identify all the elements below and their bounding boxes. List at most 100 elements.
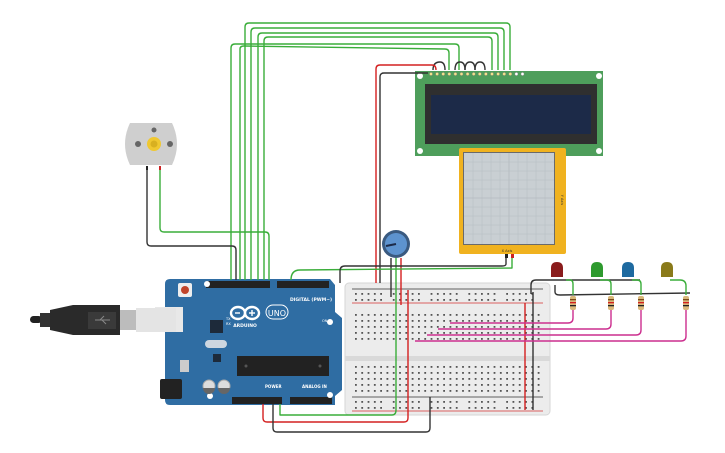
breadboard-hole[interactable] [361,407,364,409]
lcd-pin[interactable] [459,72,464,76]
breadboard-hole[interactable] [361,390,364,392]
breadboard-hole[interactable] [512,378,515,380]
breadboard-hole[interactable] [405,366,408,368]
breadboard-hole[interactable] [449,293,452,295]
breadboard-hole[interactable] [411,384,414,386]
breadboard-hole[interactable] [424,378,427,380]
breadboard-hole[interactable] [436,401,439,403]
breadboard-hole[interactable] [449,378,452,380]
breadboard-hole[interactable] [474,407,477,409]
breadboard-hole[interactable] [436,314,439,316]
breadboard-hole[interactable] [373,326,376,328]
breadboard-hole[interactable] [399,326,401,328]
breadboard-hole[interactable] [367,407,370,409]
breadboard-hole[interactable] [386,384,389,386]
breadboard-hole[interactable] [361,326,364,328]
breadboard-hole[interactable] [481,320,483,322]
breadboard-hole[interactable] [493,332,496,334]
breadboard-hole[interactable] [468,338,471,340]
breadboard-hole[interactable] [373,401,376,403]
breadboard-hole[interactable] [405,314,408,316]
breadboard-hole[interactable] [411,332,414,334]
breadboard-hole[interactable] [518,366,521,368]
breadboard-hole[interactable] [367,401,370,403]
breadboard-hole[interactable] [493,384,496,386]
breadboard-hole[interactable] [481,401,483,403]
breadboard-hole[interactable] [474,293,477,295]
breadboard-hole[interactable] [405,378,408,380]
breadboard-hole[interactable] [392,407,395,409]
breadboard-hole[interactable] [430,390,433,392]
resistor[interactable] [683,296,689,310]
breadboard-hole[interactable] [449,372,452,374]
breadboard-hole[interactable] [411,314,414,316]
breadboard-hole[interactable] [506,384,508,386]
breadboard-hole[interactable] [468,293,471,295]
lcd-pin[interactable] [429,72,433,76]
breadboard-hole[interactable] [518,384,521,386]
breadboard-hole[interactable] [506,372,508,374]
breadboard-hole[interactable] [499,338,502,340]
breadboard-hole[interactable] [443,384,445,386]
breadboard-hole[interactable] [449,332,452,334]
breadboard-hole[interactable] [430,366,433,368]
breadboard-hole[interactable] [392,390,395,392]
breadboard-hole[interactable] [487,378,490,380]
breadboard-hole[interactable] [386,332,389,334]
breadboard-hole[interactable] [474,390,477,392]
breadboard-hole[interactable] [499,366,502,368]
lcd-pin[interactable] [496,72,500,76]
breadboard-hole[interactable] [373,299,376,301]
breadboard-hole[interactable] [399,407,401,409]
breadboard-hole[interactable] [506,326,508,328]
breadboard-hole[interactable] [436,366,439,368]
breadboard-hole[interactable] [380,332,382,334]
breadboard-hole[interactable] [380,366,382,368]
breadboard-hole[interactable] [436,378,439,380]
breadboard-hole[interactable] [405,320,408,322]
breadboard-hole[interactable] [355,320,357,322]
breadboard-hole[interactable] [392,314,395,316]
breadboard-hole[interactable] [399,384,401,386]
breadboard-hole[interactable] [462,320,464,322]
breadboard-hole[interactable] [355,390,357,392]
breadboard-hole[interactable] [418,401,420,403]
breadboard-hole[interactable] [392,326,395,328]
breadboard-hole[interactable] [424,314,427,316]
breadboard-hole[interactable] [481,372,483,374]
breadboard-hole[interactable] [506,338,508,340]
breadboard-hole[interactable] [380,384,382,386]
breadboard-hole[interactable] [474,326,477,328]
breadboard-hole[interactable] [449,299,452,301]
breadboard-hole[interactable] [499,326,502,328]
breadboard-hole[interactable] [449,366,452,368]
breadboard-hole[interactable] [468,390,471,392]
breadboard-hole[interactable] [493,320,496,322]
breadboard-hole[interactable] [474,372,477,374]
breadboard-hole[interactable] [418,384,420,386]
lcd-pin[interactable] [502,72,507,76]
breadboard-hole[interactable] [518,326,521,328]
breadboard-hole[interactable] [418,299,420,301]
breadboard-hole[interactable] [499,314,502,316]
breadboard-hole[interactable] [462,326,464,328]
breadboard-hole[interactable] [525,384,527,386]
breadboard-hole[interactable] [455,366,458,368]
breadboard-hole[interactable] [392,299,395,301]
breadboard-hole[interactable] [487,384,490,386]
breadboard-hole[interactable] [367,338,370,340]
breadboard-hole[interactable] [455,372,458,374]
dc-motor[interactable] [125,123,177,170]
breadboard-hole[interactable] [468,366,471,368]
breadboard-hole[interactable] [525,372,527,374]
breadboard-hole[interactable] [468,332,471,334]
breadboard-hole[interactable] [455,407,458,409]
breadboard-hole[interactable] [499,320,502,322]
breadboard-hole[interactable] [512,407,515,409]
breadboard-hole[interactable] [361,401,364,403]
breadboard-hole[interactable] [386,314,389,316]
breadboard-hole[interactable] [468,401,471,403]
breadboard-hole[interactable] [487,326,490,328]
breadboard-hole[interactable] [487,299,490,301]
breadboard-hole[interactable] [367,314,370,316]
